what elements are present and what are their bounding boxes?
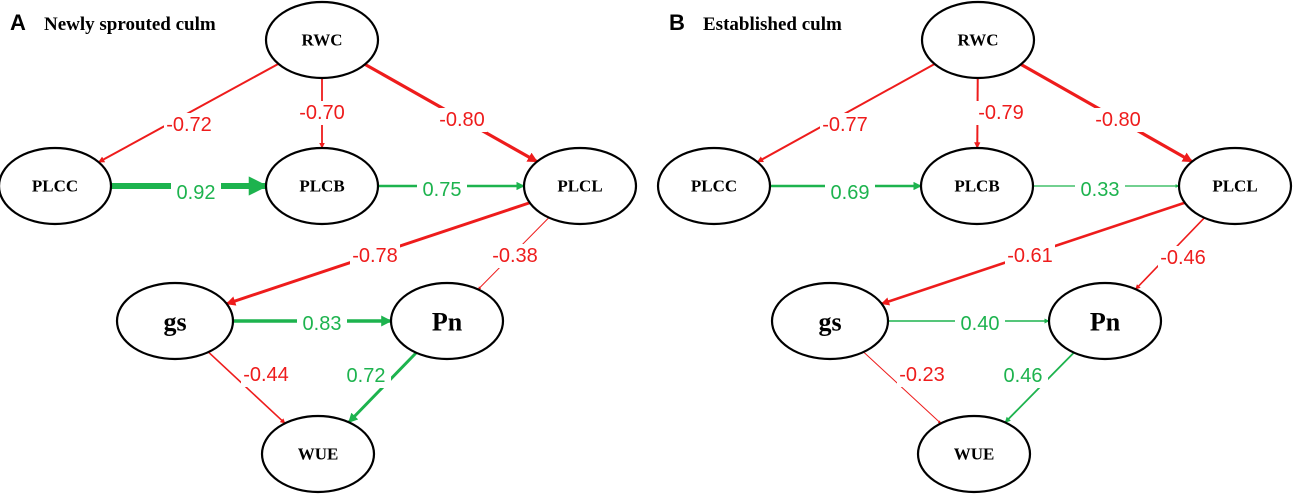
node-label: WUE xyxy=(298,445,339,464)
node-ellipse xyxy=(919,146,1035,226)
coef-plcc-plcb: 0.92 xyxy=(177,182,216,204)
node-ellipse xyxy=(1177,146,1293,226)
node-rwc: RWC xyxy=(264,0,380,80)
node-ellipse xyxy=(264,146,380,226)
node-ellipse xyxy=(264,0,380,80)
coef-rwc-plcl: -0.80 xyxy=(1095,109,1141,131)
edge-label-background xyxy=(164,113,214,137)
node-label: WUE xyxy=(954,445,995,464)
node-pn: Pn xyxy=(389,281,505,361)
coef-plcl-gs: -0.78 xyxy=(352,245,398,267)
node-ellipse xyxy=(770,281,890,361)
node-ellipse xyxy=(115,281,235,361)
node-plcb: PLCB xyxy=(264,146,380,226)
coef-gs-wue: -0.44 xyxy=(243,364,289,386)
coef-plcl-pn: -0.38 xyxy=(492,245,538,267)
node-ellipse xyxy=(260,414,376,494)
edge-label-background xyxy=(1075,178,1125,202)
node-label: PLCL xyxy=(557,177,602,196)
node-rwc: RWC xyxy=(920,0,1036,80)
node-ellipse xyxy=(389,281,505,361)
node-label: PLCL xyxy=(1212,177,1257,196)
panel-letter: A xyxy=(10,10,26,35)
coef-plcb-plcl: 0.75 xyxy=(423,179,462,201)
edge-label-background xyxy=(341,364,391,388)
edge-label-background xyxy=(297,312,347,336)
coef-rwc-plcc: -0.72 xyxy=(166,114,212,136)
edge-label-background xyxy=(976,101,1026,125)
coef-rwc-plcb: -0.70 xyxy=(299,102,345,124)
edge-label-background xyxy=(171,181,221,205)
node-label: PLCB xyxy=(954,177,999,196)
node-plcl: PLCL xyxy=(1177,146,1293,226)
edge-label-background xyxy=(897,363,947,387)
node-ellipse xyxy=(522,146,638,226)
edge-label-background xyxy=(1158,246,1208,270)
coef-gs-wue: -0.23 xyxy=(899,364,945,386)
coef-rwc-plcc: -0.77 xyxy=(822,114,868,136)
panel-b: B Established culm -0.77 -0.79 -0.80 0.69 0.33… xyxy=(656,0,1293,494)
node-ellipse xyxy=(0,146,113,226)
node-label: gs xyxy=(818,308,841,337)
node-plcc: PLCC xyxy=(0,146,113,226)
edge-label-background xyxy=(1005,244,1055,268)
node-gs: gs xyxy=(770,281,890,361)
node-ellipse xyxy=(1047,281,1163,361)
node-label: Pn xyxy=(432,308,463,337)
edge-label-background xyxy=(241,363,291,387)
node-plcl: PLCL xyxy=(522,146,638,226)
panel-title: Newly sprouted culm xyxy=(44,14,216,35)
panel-title: Established culm xyxy=(703,14,842,35)
edge-gs-to-wue xyxy=(207,351,286,424)
edge-label-background xyxy=(998,364,1048,388)
node-pn: Pn xyxy=(1047,281,1163,361)
edge-label-background xyxy=(820,113,870,137)
panel-letter: B xyxy=(669,10,685,35)
coef-plcb-plcl: 0.33 xyxy=(1081,179,1120,201)
coef-gs-pn: 0.40 xyxy=(961,313,1000,335)
node-label: gs xyxy=(163,308,186,337)
coef-pn-wue: 0.72 xyxy=(347,365,386,387)
node-ellipse xyxy=(920,0,1036,80)
coef-pn-wue: 0.46 xyxy=(1004,365,1043,387)
edge-label-background xyxy=(825,181,875,205)
node-ellipse xyxy=(656,146,772,226)
node-label: Pn xyxy=(1090,308,1121,337)
node-label: RWC xyxy=(958,31,999,50)
node-label: PLCC xyxy=(32,177,78,196)
edge-label-background xyxy=(955,312,1005,336)
coef-rwc-plcl: -0.80 xyxy=(439,109,485,131)
coef-rwc-plcb: -0.79 xyxy=(978,102,1024,124)
edge-gs-to-wue xyxy=(863,351,942,424)
node-ellipse xyxy=(916,414,1032,494)
panel-a: A Newly sprouted culm -0.72 -0.70 -0.80 0.92 0… xyxy=(0,0,638,494)
coef-plcc-plcb: 0.69 xyxy=(831,182,870,204)
node-wue: WUE xyxy=(916,414,1032,494)
edge-label-background xyxy=(417,178,467,202)
edge-label-background xyxy=(1093,108,1143,132)
coef-gs-pn: 0.83 xyxy=(303,313,342,335)
edge-label-background xyxy=(490,244,540,268)
edge-label-background xyxy=(437,108,487,132)
edge-label-background xyxy=(350,244,400,268)
node-gs: gs xyxy=(115,281,235,361)
coef-plcl-gs: -0.61 xyxy=(1007,245,1053,267)
node-label: RWC xyxy=(302,31,343,50)
node-wue: WUE xyxy=(260,414,376,494)
node-label: PLCC xyxy=(691,177,737,196)
coef-plcl-pn: -0.46 xyxy=(1160,247,1206,269)
edge-label-background xyxy=(297,101,347,125)
node-label: PLCB xyxy=(299,177,344,196)
node-plcb: PLCB xyxy=(919,146,1035,226)
node-plcc: PLCC xyxy=(656,146,772,226)
